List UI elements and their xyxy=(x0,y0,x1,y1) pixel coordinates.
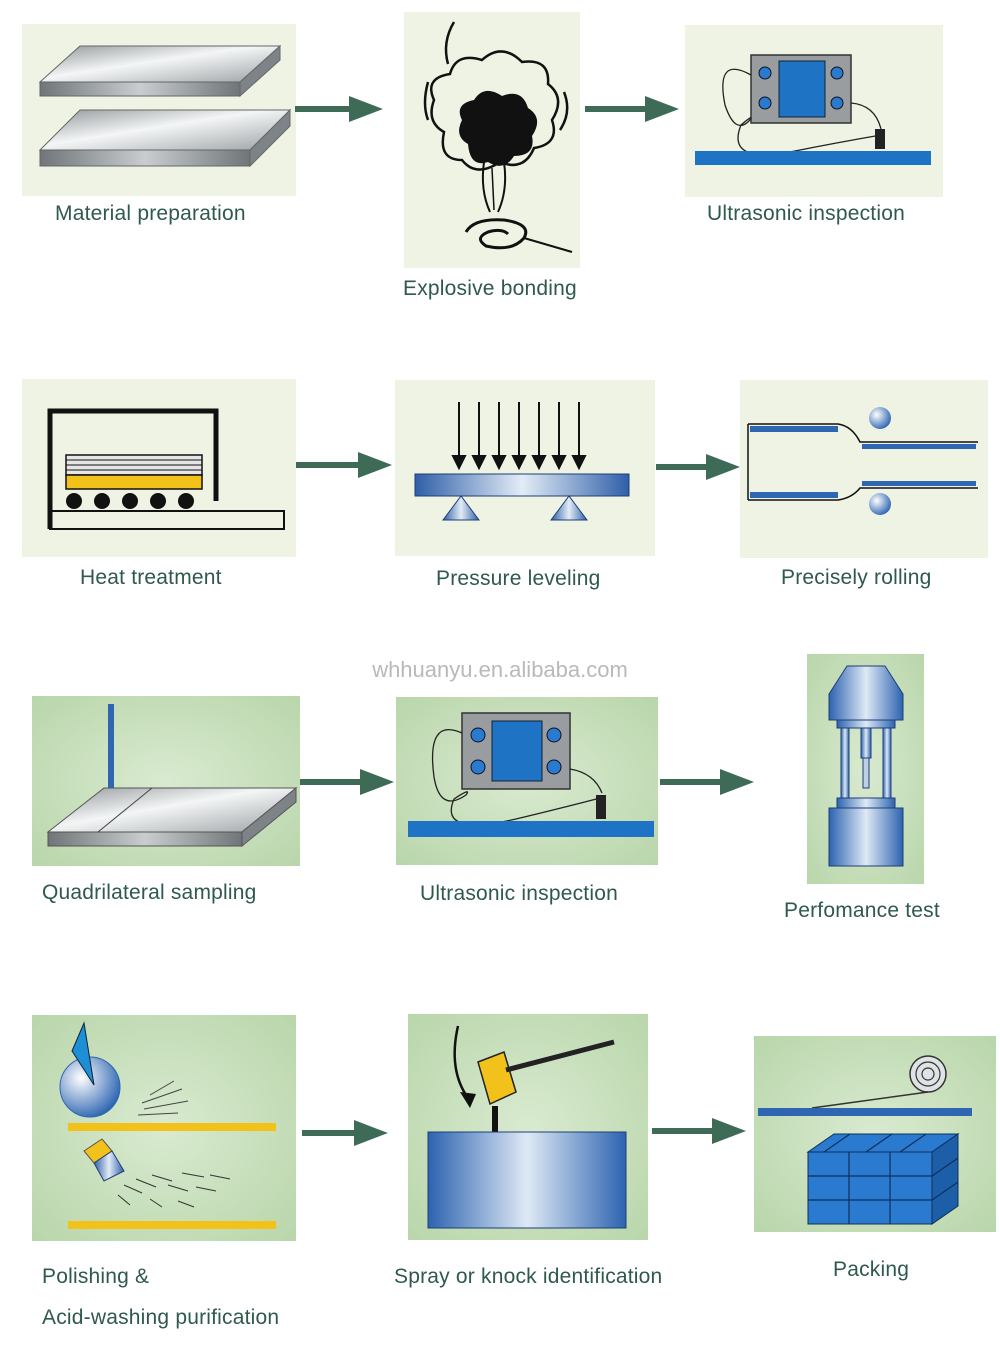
explosion-icon xyxy=(404,12,580,268)
pressure-leveling-panel xyxy=(395,380,655,556)
arrow-right-icon xyxy=(656,454,740,480)
press-icon xyxy=(395,380,655,556)
polishing-panel xyxy=(32,1015,296,1241)
packing-panel xyxy=(754,1036,996,1232)
hammer-stamp-icon xyxy=(408,1014,648,1240)
step-label: Ultrasonic inspection xyxy=(707,202,905,225)
step-label: Explosive bonding xyxy=(403,277,577,300)
step-label-line2: Acid-washing purification xyxy=(42,1306,280,1329)
arrow-right-icon xyxy=(652,1118,746,1144)
watermark-text: whhuanyu.en.alibaba.com xyxy=(372,657,628,682)
spray-knock-identification-panel xyxy=(408,1014,648,1240)
ultrasonic-probe-icon xyxy=(396,697,658,865)
ultrasonic-inspection-2-panel xyxy=(396,697,658,865)
step-label: Pressure leveling xyxy=(436,567,601,590)
tensile-tester-icon xyxy=(807,654,924,884)
metal-plates-icon xyxy=(22,24,296,196)
step-label: Ultrasonic inspection xyxy=(420,882,618,905)
arrow-right-icon xyxy=(296,452,392,478)
arrow-right-icon xyxy=(295,96,383,122)
step-label: Spray or knock identification xyxy=(394,1265,663,1288)
material-preparation-panel xyxy=(22,24,296,196)
sampling-icon xyxy=(32,696,300,866)
furnace-icon xyxy=(22,379,296,557)
arrow-right-icon xyxy=(300,769,394,795)
polishing-icon xyxy=(32,1015,296,1241)
quadrilateral-sampling-panel xyxy=(32,696,300,866)
precisely-rolling-panel xyxy=(740,380,988,558)
arrow-right-icon xyxy=(660,769,754,795)
performance-test-panel xyxy=(807,654,924,884)
heat-treatment-panel xyxy=(22,379,296,557)
arrow-right-icon xyxy=(585,96,679,122)
step-label: Polishing & xyxy=(42,1265,150,1288)
step-label: Quadrilateral sampling xyxy=(42,881,257,904)
step-label: Precisely rolling xyxy=(781,566,932,589)
step-label: Perfomance test xyxy=(784,899,940,922)
step-label: Heat treatment xyxy=(80,566,222,589)
ultrasonic-inspection-panel xyxy=(685,25,943,197)
step-label: Packing xyxy=(833,1258,910,1281)
arrow-right-icon xyxy=(302,1120,388,1146)
ultrasonic-probe-icon xyxy=(685,25,943,197)
rolling-icon xyxy=(740,380,988,558)
step-label: Material preparation xyxy=(55,202,246,225)
packing-crates-icon xyxy=(754,1036,996,1232)
explosive-bonding-panel xyxy=(404,12,580,268)
